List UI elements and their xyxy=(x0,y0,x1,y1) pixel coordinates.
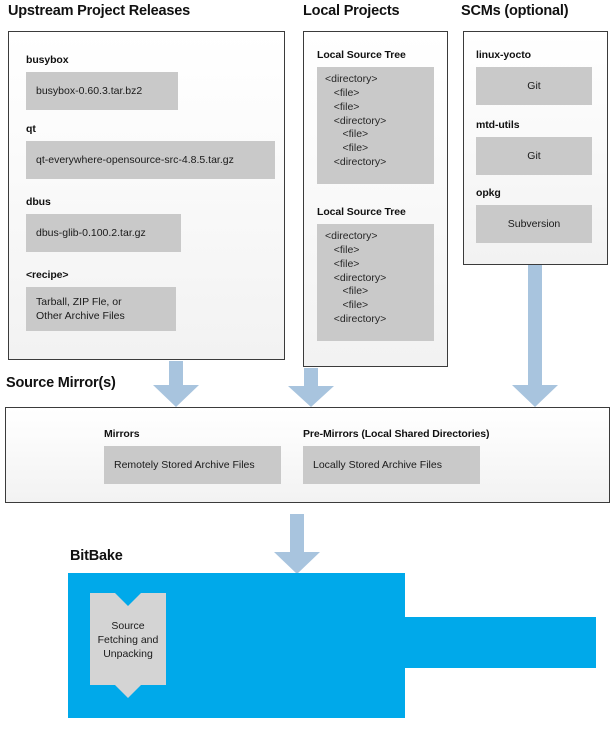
bitbake-block xyxy=(68,573,596,718)
upstream-section-title: Upstream Project Releases xyxy=(8,3,190,19)
task-line-1: Source xyxy=(111,620,145,632)
upstream-group-label-recipe: <recipe> xyxy=(26,269,69,281)
tree-line: <file> xyxy=(325,100,360,113)
arrow-scms-to-mirrors xyxy=(512,265,558,407)
source-fetching-task-box: Source Fetching and Unpacking xyxy=(90,593,166,740)
tree-line: <file> xyxy=(325,299,369,312)
scm-group-label-opkg: opkg xyxy=(476,187,501,199)
local-source-tree-box-2: <directory> <file> <file> <directory> <f… xyxy=(317,224,434,341)
upstream-archive-dbus: dbus-glib-0.100.2.tar.gz xyxy=(26,214,181,252)
arrow-local-projects-to-mirrors xyxy=(288,368,334,407)
tree-line: <file> xyxy=(325,257,360,270)
tree-line: <file> xyxy=(325,243,360,256)
scm-group-label-linux-yocto: linux-yocto xyxy=(476,49,531,61)
tree-line: <directory> xyxy=(325,230,378,242)
recipe-line-2: Other Archive Files xyxy=(36,310,125,322)
upstream-archive-qt: qt-everywhere-opensource-src-4.8.5.tar.g… xyxy=(26,141,275,179)
local-source-tree-box-1: <directory> <file> <file> <directory> <f… xyxy=(317,67,434,184)
pre-mirrors-label: Pre-Mirrors (Local Shared Directories) xyxy=(303,428,490,440)
scm-group-label-mtd-utils: mtd-utils xyxy=(476,119,520,131)
scms-section-title: SCMs (optional) xyxy=(461,3,569,19)
tree-line: <directory> xyxy=(325,114,387,127)
upstream-archive-busybox: busybox-0.60.3.tar.bz2 xyxy=(26,72,178,110)
mirrors-value: Remotely Stored Archive Files xyxy=(104,446,281,484)
pre-mirrors-value: Locally Stored Archive Files xyxy=(303,446,480,484)
task-line-2: Fetching and xyxy=(97,633,159,646)
tree-line: <directory> xyxy=(325,271,387,284)
task-line-3: Unpacking xyxy=(103,647,153,660)
bitbake-section-title: BitBake xyxy=(70,548,123,564)
tree-line: <file> xyxy=(325,142,369,155)
upstream-group-label-qt: qt xyxy=(26,123,36,135)
scm-value-mtd-utils: Git xyxy=(476,137,592,175)
tree-line: <directory> xyxy=(325,156,387,169)
scm-value-linux-yocto: Git xyxy=(476,67,592,105)
upstream-archive-recipe: Tarball, ZIP Fle, or Other Archive Files xyxy=(26,287,176,331)
tree-line: <file> xyxy=(325,128,369,141)
tree-line: <directory> xyxy=(325,313,387,326)
local-source-tree-label-2: Local Source Tree xyxy=(317,206,406,218)
tree-line: <file> xyxy=(325,285,369,298)
upstream-group-label-dbus: dbus xyxy=(26,196,51,208)
arrow-upstream-to-mirrors xyxy=(153,361,199,407)
source-mirrors-section-title: Source Mirror(s) xyxy=(6,375,116,391)
scm-value-opkg: Subversion xyxy=(476,205,592,243)
mirrors-label: Mirrors xyxy=(104,428,140,440)
arrow-mirrors-to-bitbake xyxy=(274,514,320,574)
tree-line: <directory> xyxy=(325,73,378,85)
tree-line: <file> xyxy=(325,86,360,99)
recipe-line-1: Tarball, ZIP Fle, or xyxy=(36,295,122,308)
local-source-tree-label-1: Local Source Tree xyxy=(317,49,406,61)
local-projects-section-title: Local Projects xyxy=(303,3,400,19)
upstream-group-label-busybox: busybox xyxy=(26,54,69,66)
